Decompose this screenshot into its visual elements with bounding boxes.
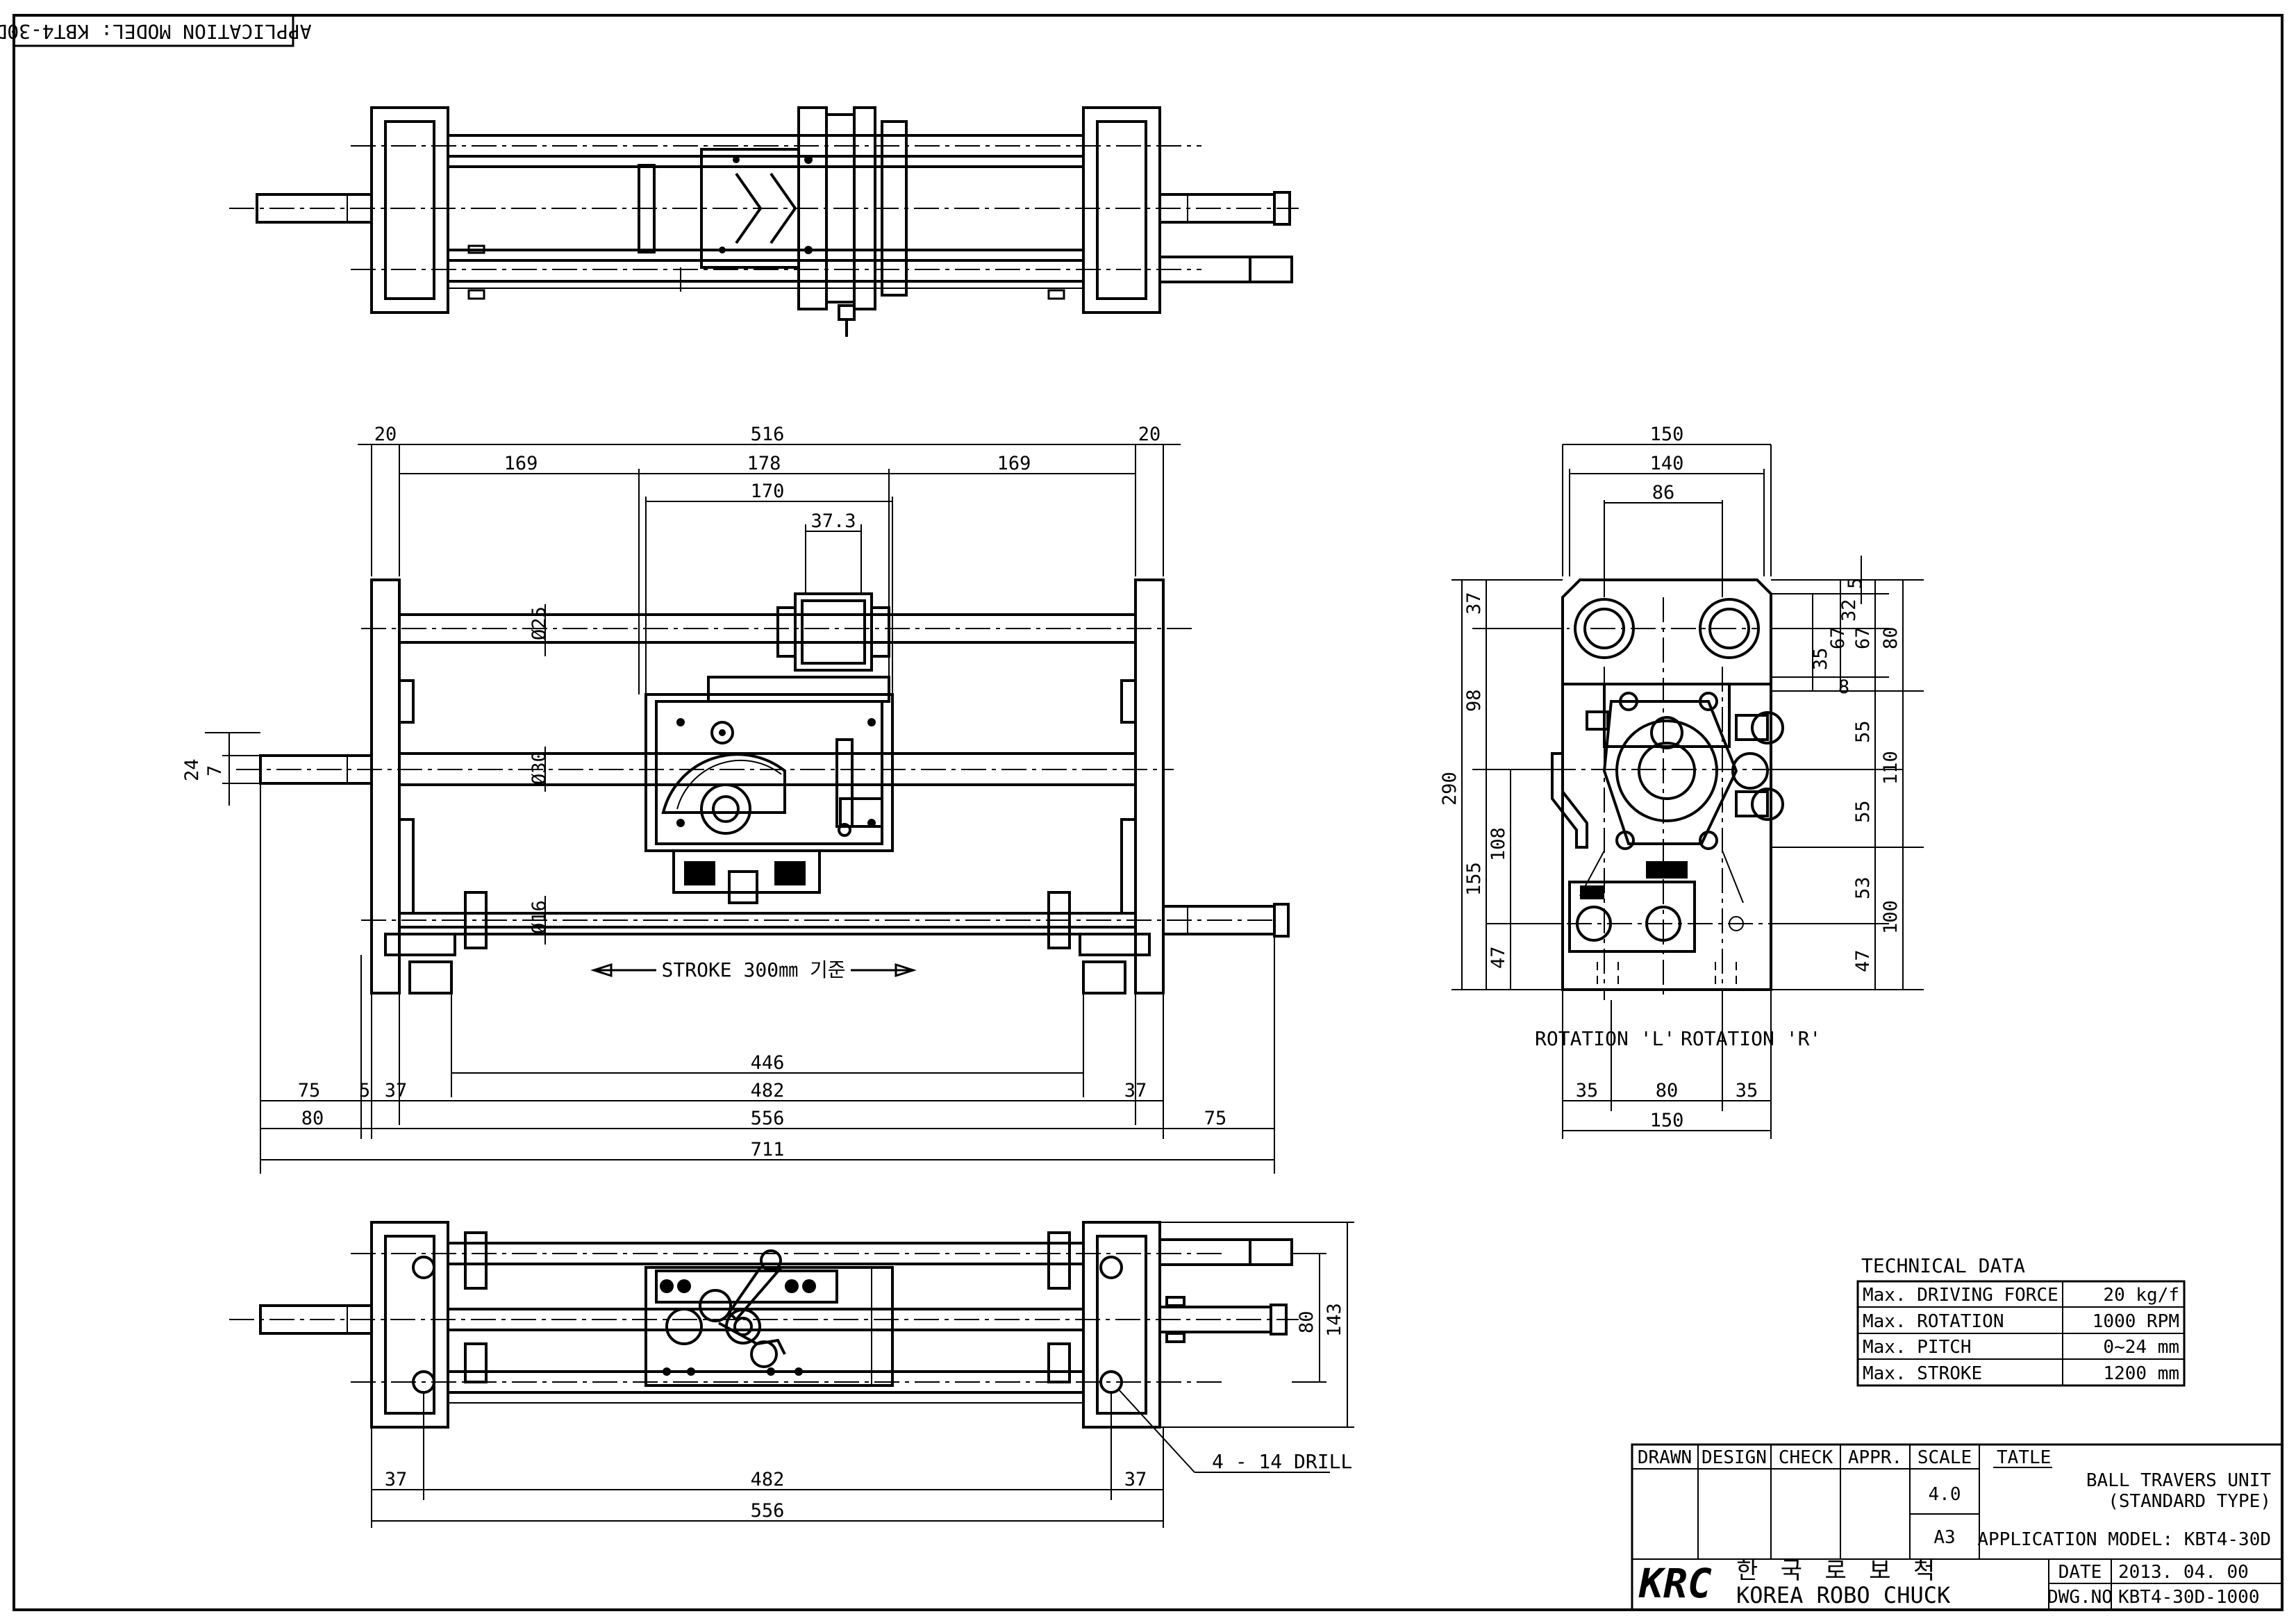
top-view (229, 106, 1299, 337)
side-dim-55-bottom: 55 (1852, 800, 1874, 823)
rotation-left-label: ROTATION 'L' (1535, 1027, 1675, 1050)
plan-dim-556: 556 (751, 1500, 785, 1522)
side-dim-5: 5 (1845, 578, 1866, 589)
dim-24: 24 (181, 758, 203, 781)
side-dim-35-right: 35 (1736, 1080, 1758, 1101)
side-dim-80-bottom: 80 (1656, 1080, 1679, 1101)
dim-75-right: 75 (1204, 1108, 1227, 1129)
company-name-korean: 한 국 로 보 척 (1736, 1557, 1939, 1585)
side-dim-67-outer: 67 (1852, 626, 1874, 649)
header-stamp-box (13, 14, 294, 47)
shaft-dia-30: Ø30 (529, 751, 550, 785)
dim-20-right: 20 (1138, 424, 1161, 445)
dwg-no-label: DWG.NO (2047, 1587, 2113, 1608)
dim-37-3: 37.3 (810, 510, 856, 532)
date-value: 2013. 04. 00 (2118, 1562, 2249, 1583)
side-dim-35: 35 (1810, 647, 1831, 670)
plan-view (229, 1221, 1299, 1429)
dim-178: 178 (747, 453, 781, 474)
technical-data-title: TECHNICAL DATA (1861, 1254, 2025, 1277)
side-dim-47-left: 47 (1488, 946, 1509, 969)
tech-row-label: Max. ROTATION (1863, 1311, 2004, 1332)
dim-75-left: 75 (298, 1080, 321, 1101)
plan-dim-80: 80 (1296, 1310, 1317, 1333)
dim-7: 7 (204, 765, 226, 776)
tech-row-label: Max. STROKE (1863, 1363, 1982, 1384)
side-dim-290: 290 (1439, 772, 1461, 806)
title-check: CHECK (1779, 1447, 1833, 1468)
krc-logo: KRC (1638, 1560, 1712, 1607)
title-drawn: DRAWN (1638, 1447, 1692, 1468)
plan-view-dimensions: 80 143 4 - 14 DRILL 37 482 37 556 (371, 1222, 1354, 1528)
plan-dim-143: 143 (1324, 1303, 1345, 1337)
dim-37-left: 37 (385, 1080, 408, 1101)
plan-dim-37-right: 37 (1124, 1469, 1147, 1490)
side-dim-98: 98 (1463, 689, 1485, 712)
tech-row-label: Max. DRIVING FORCE (1863, 1285, 2058, 1306)
side-dim-8: 8 (1838, 676, 1849, 698)
tech-row-value: 1200 mm (2103, 1363, 2179, 1384)
side-dim-150-top: 150 (1650, 424, 1684, 445)
front-view (236, 579, 1290, 994)
title-paper-size: A3 (1933, 1527, 1955, 1548)
dim-556: 556 (751, 1108, 785, 1129)
dim-80: 80 (301, 1108, 324, 1129)
tech-row-value: 1000 RPM (2093, 1311, 2179, 1332)
tech-row-value: 20 kg/f (2103, 1285, 2179, 1306)
title-appr: APPR. (1848, 1447, 1902, 1468)
title-scale-value: 4.0 (1929, 1484, 1961, 1505)
dwg-no-value: KBT4-30D-1000 (2118, 1587, 2260, 1608)
side-dim-53: 53 (1852, 876, 1874, 899)
side-view (1486, 579, 1784, 1000)
side-dim-150-bottom: 150 (1650, 1110, 1684, 1131)
title-line-1: BALL TRAVERS UNIT (2086, 1470, 2271, 1491)
side-dim-108: 108 (1488, 827, 1509, 861)
title-tatle-label: TATLE (1997, 1447, 2051, 1468)
plan-dim-37-left: 37 (385, 1469, 408, 1490)
side-dim-37: 37 (1463, 592, 1485, 615)
shaft-dia-16: Ø16 (529, 900, 550, 934)
dim-169-right: 169 (997, 453, 1031, 474)
side-dim-140: 140 (1650, 453, 1684, 474)
side-dim-67-inner: 67 (1827, 626, 1849, 649)
drill-note: 4 - 14 DRILL (1212, 1450, 1352, 1473)
side-dim-80: 80 (1880, 626, 1902, 649)
technical-data-table: TECHNICAL DATA Max. DRIVING FORCE 20 kg/… (1856, 1254, 2186, 1387)
dim-5: 5 (359, 1080, 370, 1101)
title-design: DESIGN (1702, 1447, 1767, 1468)
side-dim-86: 86 (1652, 482, 1675, 503)
title-scale-label: SCALE (1918, 1447, 1972, 1468)
title-block: DRAWN DESIGN CHECK APPR. SCALE 4.0 A3 TA… (1631, 1443, 2283, 1611)
dim-169-left: 169 (504, 453, 538, 474)
dim-170: 170 (751, 481, 785, 502)
side-dim-55-top: 55 (1852, 720, 1874, 743)
stroke-label: STROKE 300㎜ 기준 (662, 958, 846, 981)
rotation-right-label: ROTATION 'R' (1681, 1027, 1821, 1050)
date-label: DATE (2058, 1562, 2102, 1583)
dim-711: 711 (751, 1139, 785, 1160)
side-dim-155: 155 (1463, 862, 1485, 896)
plan-dim-482: 482 (751, 1469, 785, 1490)
side-dim-47-right: 47 (1852, 949, 1874, 972)
dim-446: 446 (751, 1052, 785, 1074)
company-name-english: KOREA ROBO CHUCK (1736, 1582, 1951, 1608)
dim-37-right: 37 (1124, 1080, 1147, 1101)
side-dim-110: 110 (1880, 751, 1902, 785)
side-dim-32: 32 (1838, 599, 1860, 622)
shaft-dia-25: Ø25 (529, 606, 550, 640)
dim-516: 516 (751, 424, 785, 445)
header-stamp: APPLICATION MODEL: KBT4-30D (0, 20, 312, 43)
side-view-dimensions: 150 140 86 37 98 290 155 108 47 5 32 35 (1439, 424, 1924, 1139)
title-application: APPLICATION MODEL: KBT4-30D (1977, 1529, 2271, 1550)
title-line-2: (STANDARD TYPE) (2108, 1491, 2271, 1512)
side-dim-35-left: 35 (1576, 1080, 1599, 1101)
sheet-border (13, 14, 2283, 1611)
tech-row-label: Max. PITCH (1863, 1337, 1972, 1358)
front-view-dimensions: 20 516 20 169 178 169 170 37.3 Ø25 Ø30 Ø… (181, 424, 1275, 1174)
tech-row-value: 0~24 mm (2103, 1337, 2179, 1358)
dim-482: 482 (751, 1080, 785, 1101)
dim-20-left: 20 (374, 424, 397, 445)
side-dim-100: 100 (1880, 900, 1902, 934)
